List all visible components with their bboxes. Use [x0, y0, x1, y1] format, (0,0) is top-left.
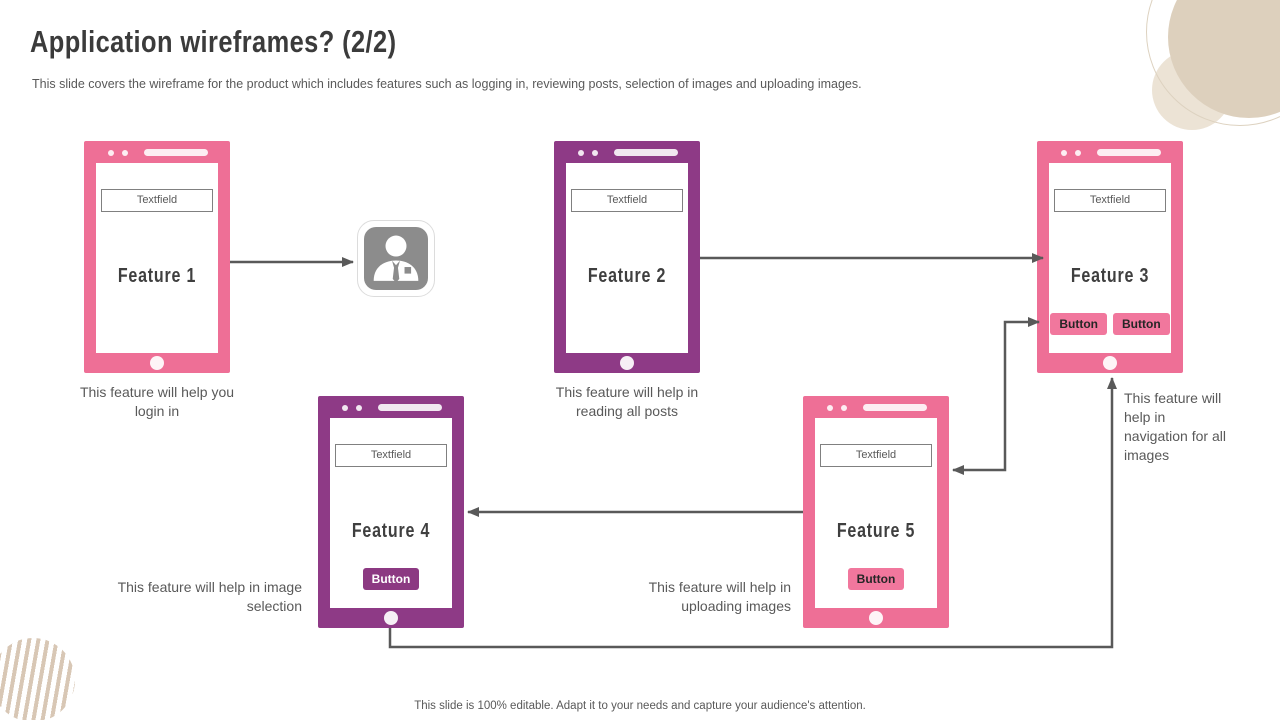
camera-dot-icon — [1075, 150, 1081, 156]
slide-subtitle: This slide covers the wireframe for the … — [32, 77, 862, 91]
wireframe-button[interactable]: Button — [362, 568, 420, 590]
user-icon — [357, 220, 435, 297]
camera-dot-icon — [841, 405, 847, 411]
camera-dot-icon — [592, 150, 598, 156]
phone-mockup-feature-3: Textfield Feature 3 Button Button — [1037, 141, 1183, 373]
speaker-bar-icon — [614, 149, 678, 156]
phone-mockup-feature-4: Textfield Feature 4 Button — [318, 396, 464, 628]
camera-dot-icon — [827, 405, 833, 411]
camera-dot-icon — [108, 150, 114, 156]
textfield[interactable]: Textfield — [571, 189, 683, 212]
home-button-icon — [150, 356, 164, 370]
page-title-text: Application wireframes? (2/2) — [30, 24, 397, 59]
caption-feature-1: This feature will help you login in — [79, 384, 235, 419]
phone-mockup-feature-1: Textfield Feature 1 — [84, 141, 230, 373]
phone-screen: Textfield Feature 4 Button — [330, 418, 452, 608]
camera-dot-icon — [356, 405, 362, 411]
home-button-icon — [869, 611, 883, 625]
camera-dot-icon — [1061, 150, 1067, 156]
phone-mockup-feature-2: Textfield Feature 2 — [554, 141, 700, 373]
button-row: Button — [330, 568, 452, 590]
speaker-bar-icon — [144, 149, 208, 156]
caption-feature-4: This feature will help in image selectio… — [117, 579, 302, 614]
phone-mockup-feature-5: Textfield Feature 5 Button — [803, 396, 949, 628]
home-button-icon — [620, 356, 634, 370]
page-title: Application wireframes? (2/2) — [30, 24, 477, 60]
phone-screen: Textfield Feature 1 — [96, 163, 218, 353]
home-button-icon — [384, 611, 398, 625]
speaker-bar-icon — [1097, 149, 1161, 156]
button-row: Button Button — [1049, 313, 1171, 335]
user-silhouette-icon — [373, 235, 419, 283]
wireframe-button[interactable]: Button — [1113, 313, 1170, 335]
textfield[interactable]: Textfield — [1054, 189, 1166, 212]
home-button-icon — [1103, 356, 1117, 370]
camera-dot-icon — [578, 150, 584, 156]
footer-note: This slide is 100% editable. Adapt it to… — [414, 700, 866, 712]
caption-feature-3: This feature will help in navigation for… — [1124, 390, 1226, 463]
textfield[interactable]: Textfield — [820, 444, 932, 467]
wireframe-button[interactable]: Button — [847, 568, 905, 590]
decor-striped-circle — [0, 638, 75, 720]
speaker-bar-icon — [378, 404, 442, 411]
phone-screen: Textfield Feature 2 — [566, 163, 688, 353]
wireframe-button[interactable]: Button — [1050, 313, 1107, 335]
feature-label: Feature 1 — [117, 265, 197, 287]
textfield[interactable]: Textfield — [335, 444, 447, 467]
feature-label: Feature 4 — [351, 520, 431, 542]
feature-label: Feature 2 — [587, 265, 667, 287]
caption-feature-5: This feature will help in uploading imag… — [648, 579, 791, 614]
feature-label: Feature 5 — [836, 520, 916, 542]
button-row: Button — [815, 568, 937, 590]
speaker-bar-icon — [863, 404, 927, 411]
connector-feature3-feature5-elbow — [952, 317, 1040, 475]
textfield[interactable]: Textfield — [101, 189, 213, 212]
phone-screen: Textfield Feature 3 Button Button — [1049, 163, 1171, 353]
camera-dot-icon — [342, 405, 348, 411]
feature-label: Feature 3 — [1070, 265, 1150, 287]
phone-screen: Textfield Feature 5 Button — [815, 418, 937, 608]
camera-dot-icon — [122, 150, 128, 156]
caption-feature-2: This feature will help in reading all po… — [555, 384, 699, 419]
